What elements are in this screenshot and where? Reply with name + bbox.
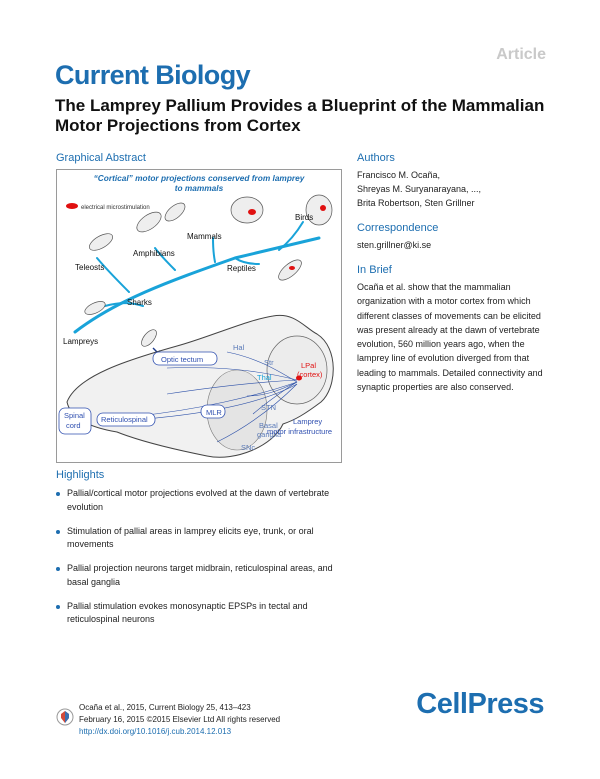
label-optic-tectum: Optic tectum [161,355,203,364]
label-cortex: (cortex) [297,370,323,379]
citation-block: Ocaña et al., 2015, Current Biology 25, … [79,702,280,738]
highlights-label: Highlights [56,469,105,481]
vertebrate-brain-sketches [84,194,333,347]
correspondence-label: Correspondence [357,222,439,234]
highlight-text: Pallial stimulation evokes monosynaptic … [67,600,308,625]
label-ganglia: ganglia [257,430,282,439]
taxon-reptiles: Reptiles [227,264,256,273]
graphical-abstract-label: Graphical Abstract [56,152,146,164]
graphical-abstract-illustration: “Cortical” motor projections conserved f… [58,173,334,458]
taxon-birds: Birds [295,213,313,222]
highlight-text: Stimulation of pallial areas in lamprey … [67,525,314,550]
highlight-text: Pallial/cortical motor projections evolv… [67,488,330,512]
optic-tectum-box [152,351,218,366]
in-brief-text: Ocaña et al. show that the mammalian org… [357,282,543,393]
citation-line: Ocaña et al., 2015, Current Biology 25, … [79,703,251,712]
label-snc: SNc [241,443,255,452]
copyright-line: February 16, 2015 ©2015 Elsevier Ltd All… [79,715,281,724]
highlight-text: Pallial projection neurons target midbra… [67,563,333,587]
label-reticulospinal: Reticulospinal [101,415,148,424]
journal-title: Current Biology [55,60,251,90]
correspondence-email[interactable]: sten.grillner@ki.se [357,240,432,250]
cellpress-logo: CellPress [416,688,544,720]
label-spinal-cord-2: cord [66,421,81,430]
lamprey-stimulation-site [296,375,302,381]
label-hal: Hal [233,343,245,352]
label-lamprey: Lamprey [293,417,322,426]
bullet-icon [56,604,60,609]
label-motor-infrastructure: motor infrastructure [267,427,332,436]
reticulospinal-box [96,412,156,427]
highlights-list: Pallial/cortical motor projections evolv… [55,487,355,637]
author-line: Brita Robertson, Sten Grillner [357,198,475,208]
taxon-mammals: Mammals [187,232,222,241]
spinal-cord-box [58,407,92,435]
authors-list: Francisco M. Ocaña, Shreyas M. Suryanara… [357,168,481,210]
article-type-label: Article [496,46,546,63]
doi-link[interactable]: http://dx.doi.org/10.1016/j.cub.2014.12.… [79,727,232,736]
label-mlr: MLR [206,408,222,417]
crossmark-icon[interactable] [56,708,74,726]
bullet-icon [56,492,60,496]
taxon-sharks: Sharks [127,298,152,307]
authors-label: Authors [357,152,395,164]
author-line: Shreyas M. Suryanarayana, ..., [357,184,482,194]
phylogenetic-tree [73,221,321,334]
stimulation-sites [248,205,326,270]
label-str: Str [264,358,274,367]
highlight-item: Pallial stimulation evokes monosynaptic … [55,600,355,627]
highlight-item: Pallial/cortical motor projections evolv… [55,487,355,514]
bullet-icon [56,529,60,534]
taxon-teleosts: Teleosts [75,263,104,272]
paper-title: The Lamprey Pallium Provides a Blueprint… [55,96,545,135]
taxon-lampreys: Lampreys [63,337,98,346]
label-basal: Basal [259,421,278,430]
taxon-amphibians: Amphibians [133,249,175,258]
figure-title: “Cortical” motor projections conserved f… [94,173,305,183]
author-line: Francisco M. Ocaña, [357,170,441,180]
label-spinal-cord-1: Spinal [64,411,85,420]
label-thal: Thal [257,373,272,382]
figure-title-line2: to mammals [175,183,224,193]
mlr-box [200,404,226,419]
highlight-item: Stimulation of pallial areas in lamprey … [55,525,355,552]
graphical-abstract-figure: “Cortical” motor projections conserved f… [56,169,342,463]
stimulation-legend-label: electrical microstimulation [81,205,150,211]
in-brief-label: In Brief [357,264,392,276]
label-lpal: LPal [301,361,316,370]
label-stn: STN [261,403,276,412]
highlight-item: Pallial projection neurons target midbra… [55,562,355,589]
stimulation-legend-marker [66,203,78,209]
bullet-icon [56,567,60,571]
